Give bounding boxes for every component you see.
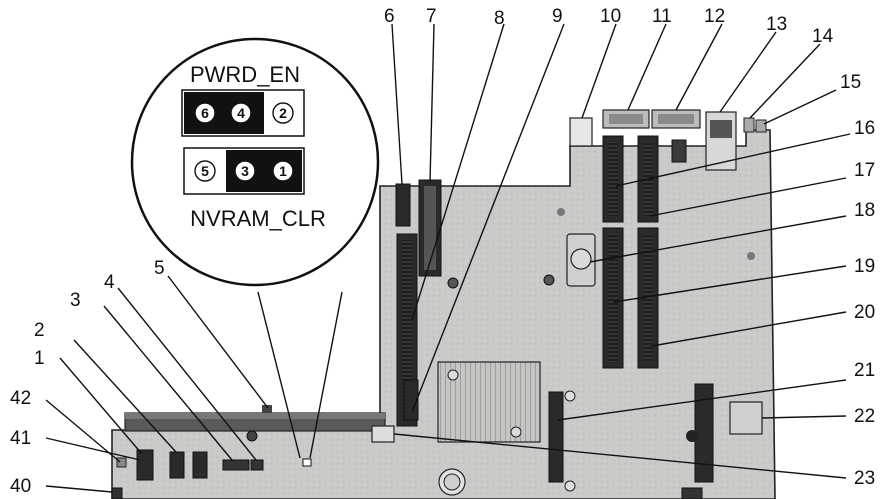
- storage-controller-slot: [438, 390, 576, 496]
- power-connector-block: [124, 405, 395, 443]
- callout-19: 19: [854, 256, 875, 277]
- jumper-pins: 6 4 2 5 3 1: [194, 102, 294, 182]
- callout-23: 23: [854, 468, 875, 489]
- pin-6: 6: [201, 105, 209, 121]
- callout-16: 16: [854, 118, 875, 139]
- callout-42: 42: [10, 388, 31, 409]
- callout-numbers: 1 2 3 4 5 6 7 8 9 10 11 12 13 14 15 16 1…: [10, 6, 875, 497]
- callout-10: 10: [600, 6, 621, 27]
- heat-sink: [437, 361, 541, 443]
- pin-3: 3: [241, 163, 249, 179]
- internal-usb: [566, 233, 596, 287]
- pwrd-en-label: PWRD_EN: [190, 62, 300, 87]
- callout-13: 13: [766, 14, 787, 35]
- callout-1: 1: [34, 348, 45, 369]
- pin-5: 5: [201, 163, 209, 179]
- callout-41: 41: [10, 428, 31, 449]
- jumper-magnifier: PWRD_EN 6 4 2 5 3 1 NVRAM_CLR: [130, 37, 380, 459]
- callout-5: 5: [154, 258, 165, 279]
- callout-12: 12: [704, 6, 725, 27]
- callout-9: 9: [552, 6, 563, 27]
- callout-7: 7: [426, 6, 437, 27]
- callout-17: 17: [854, 160, 875, 181]
- nvram-clr-label: NVRAM_CLR: [190, 206, 326, 231]
- left-connectors: [111, 430, 312, 499]
- memory-connectors: [395, 179, 755, 427]
- callout-3: 3: [70, 290, 81, 311]
- callout-15: 15: [840, 72, 861, 93]
- callout-2: 2: [34, 320, 45, 341]
- callout-8: 8: [494, 8, 505, 29]
- callout-leaders: [45, 23, 851, 493]
- callout-11: 11: [652, 6, 672, 27]
- callout-4: 4: [104, 272, 115, 293]
- pin-1: 1: [279, 163, 287, 179]
- callout-22: 22: [854, 406, 875, 427]
- callout-14: 14: [812, 26, 834, 47]
- callout-20: 20: [854, 302, 875, 323]
- right-lower-connectors: [681, 383, 763, 499]
- callout-40: 40: [10, 476, 31, 497]
- rear-io-connectors: [569, 109, 767, 171]
- riser-slots: [602, 135, 659, 369]
- callout-18: 18: [854, 200, 875, 221]
- pin-4: 4: [237, 105, 245, 121]
- pin-2: 2: [279, 105, 287, 121]
- callout-21: 21: [854, 360, 875, 381]
- callout-6: 6: [384, 6, 395, 27]
